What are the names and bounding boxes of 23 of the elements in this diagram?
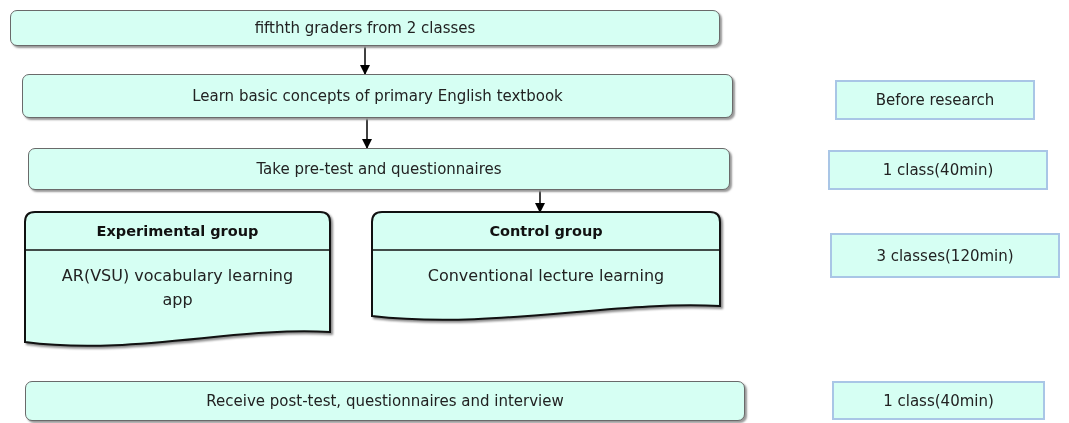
- process-box: [25, 381, 745, 421]
- duration-box: [828, 150, 1048, 190]
- duration-box: [832, 381, 1045, 420]
- process-box: [10, 10, 720, 46]
- process-box: [22, 74, 733, 118]
- duration-text: Before research: [875, 91, 995, 109]
- arrow: [362, 117, 372, 149]
- arrow: [360, 45, 370, 75]
- duration-box: [835, 80, 1035, 120]
- duration-text: 3 classes(120min): [876, 246, 1014, 265]
- step-text: Take pre-test and questionnaires: [256, 160, 502, 178]
- group-heading: Control group: [489, 223, 603, 239]
- step-text: Receive post-test, questionnaires and interview: [206, 392, 564, 410]
- group-description: Conventional lecture learning: [426, 265, 666, 287]
- group-description: AR(VSU) vocabulary learning app: [60, 265, 295, 311]
- process-box: [28, 148, 730, 190]
- group-heading: Experimental group: [96, 223, 259, 239]
- step-text: Learn basic concepts of primary English textbook: [192, 87, 563, 105]
- duration-box: [830, 233, 1060, 278]
- arrow: [535, 189, 545, 213]
- duration-text: 1 class(40min): [883, 391, 994, 410]
- step-text: fifthth graders from 2 classes: [254, 19, 476, 37]
- duration-text: 1 class(40min): [882, 161, 994, 179]
